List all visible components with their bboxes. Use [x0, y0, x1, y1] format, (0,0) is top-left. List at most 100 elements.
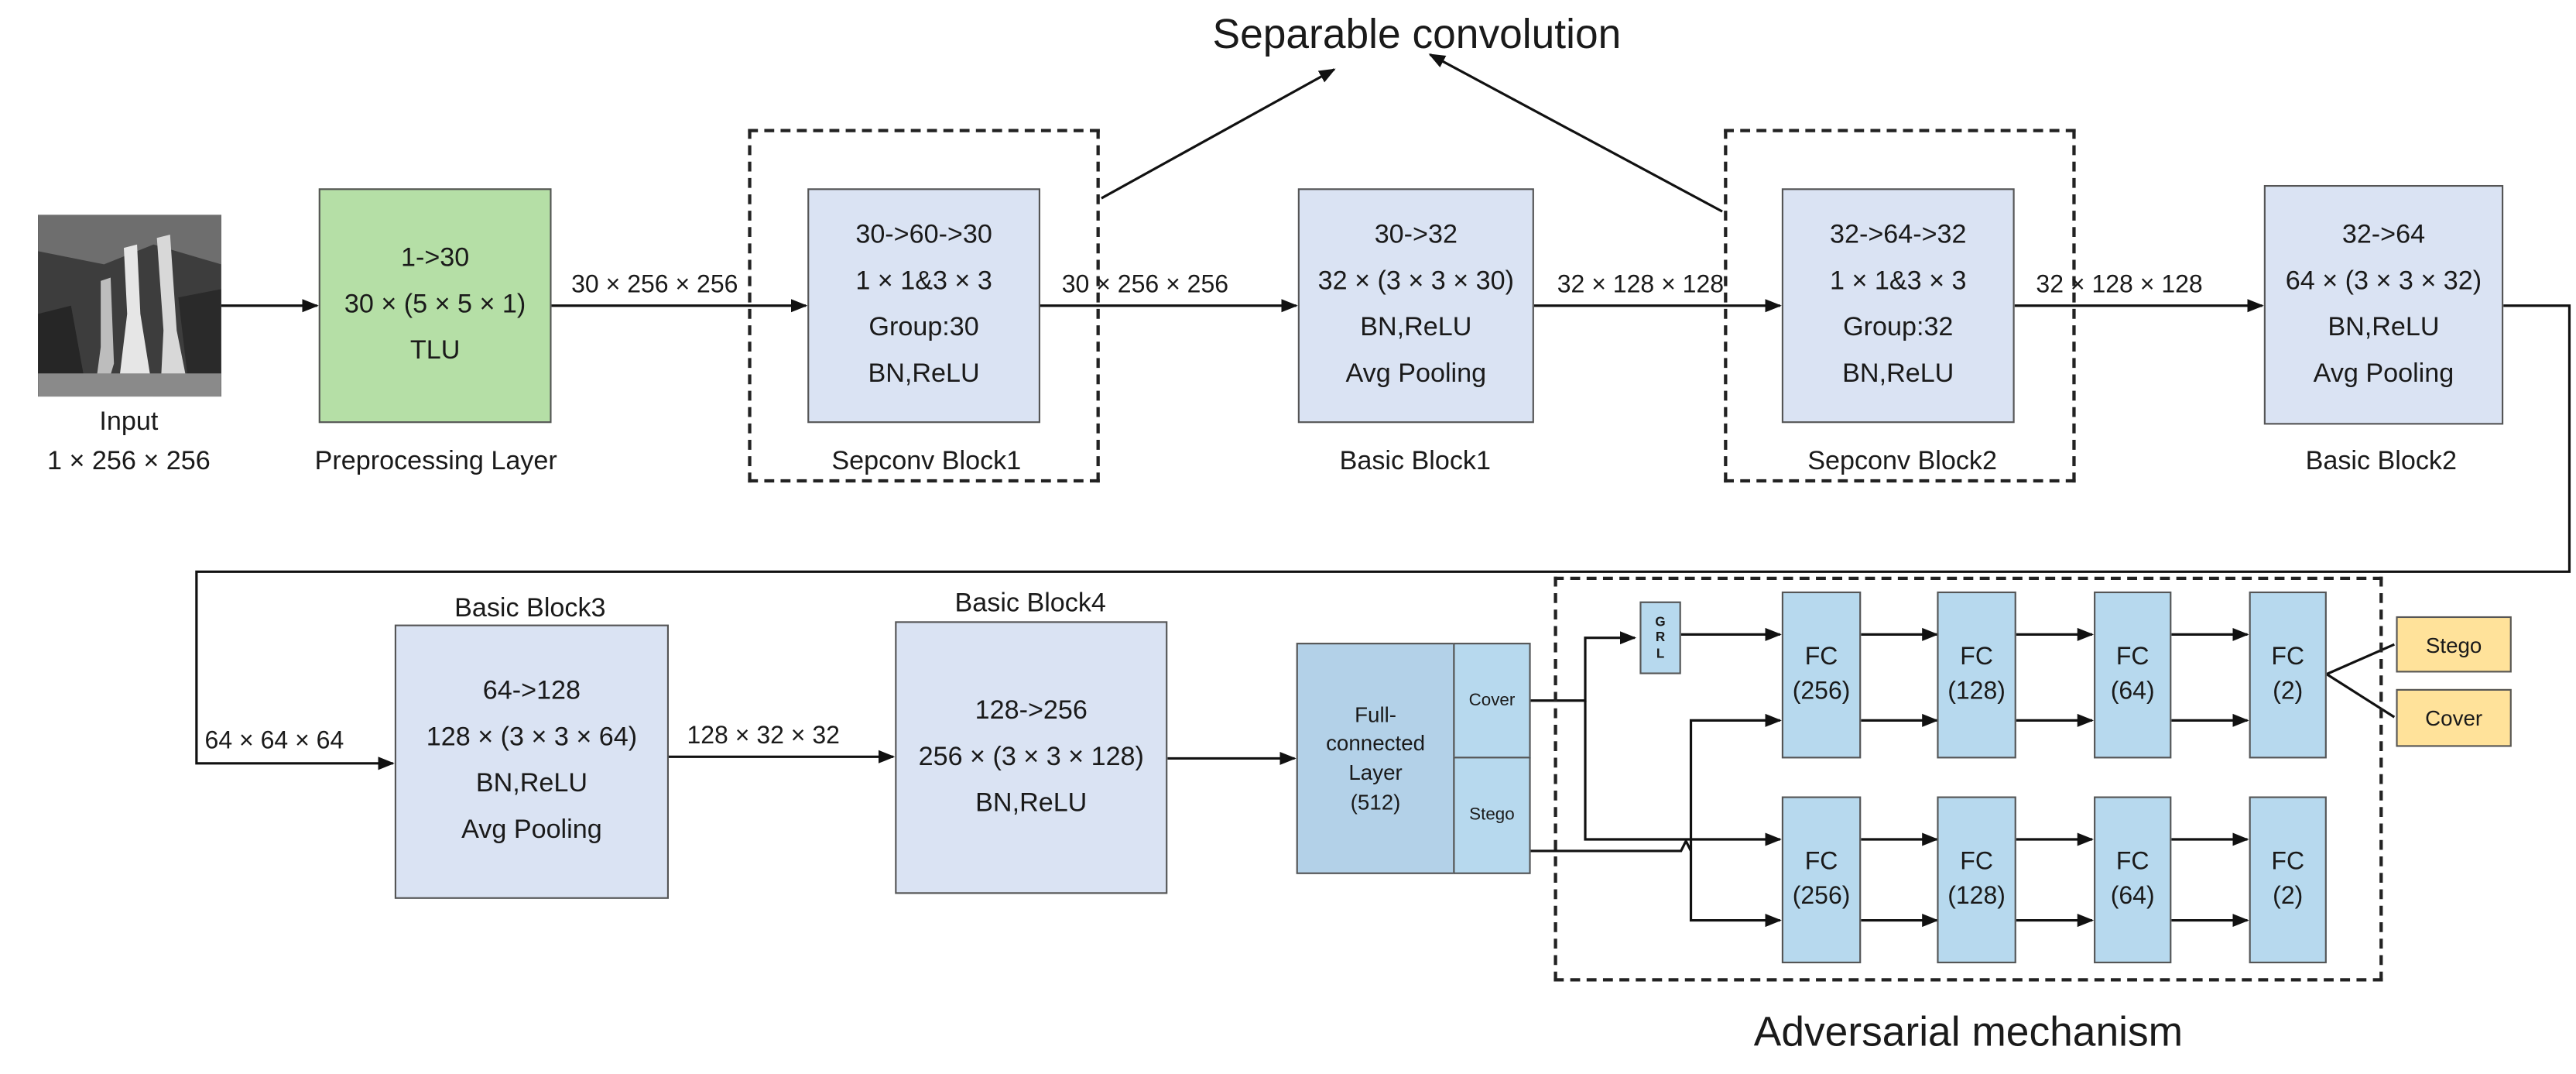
block-line: 128 × (3 × 3 × 64) [426, 723, 638, 752]
gradient-reversal-layer: G R L [1639, 601, 1681, 674]
arrow-sep2-title [1428, 53, 1723, 213]
block-line: 32->64->32 [1829, 221, 1967, 250]
basic-block4: 128->256 256 × (3 × 3 × 128) BN,ReLU [895, 621, 1168, 894]
fc-bottom-2: FC (2) [2249, 796, 2327, 964]
block-line: BN,ReLU [475, 770, 587, 798]
cover-output-label: Cover [2425, 705, 2483, 731]
preprocessing-label: Preprocessing Layer [314, 448, 557, 476]
block-line: 64->128 [482, 677, 581, 706]
basic-block1-label: Basic Block1 [1339, 448, 1491, 476]
sepconv-block2-label: Sepconv Block2 [1807, 448, 1997, 476]
fc-bottom-256: FC (256) [1781, 796, 1862, 964]
block-line: FC [2115, 848, 2150, 877]
block-line: 1 × 1&3 × 3 [855, 267, 992, 296]
input-shape: 1 × 256 × 256 [47, 448, 211, 476]
block-line: 64 × (3 × 3 × 32) [2285, 266, 2482, 295]
block-line: Group:30 [868, 314, 979, 342]
line-cover-bottom [1584, 700, 1782, 846]
fc-bottom-128: FC (128) [1937, 796, 2016, 964]
wrap-line [195, 304, 2571, 770]
block-line: Layer [1348, 760, 1403, 785]
block-line: (64) [2110, 676, 2155, 705]
sepconv-block1-frame [748, 129, 1100, 483]
block-line: FC [1960, 643, 1993, 671]
edge-label: 64 × 64 × 64 [204, 726, 344, 756]
block-line: FC [2115, 643, 2150, 671]
sepconv-block1: 30->60->30 1 × 1&3 × 3 Group:30 BN,ReLU [807, 188, 1040, 424]
block-line: BN,ReLU [868, 360, 980, 389]
block-line: Avg Pooling [1345, 360, 1487, 389]
basic-block3-label: Basic Block3 [454, 595, 606, 623]
block-line: 30->60->30 [855, 221, 992, 250]
edge-label: 32 × 128 × 128 [1557, 270, 1725, 300]
block-line: (128) [1947, 676, 2006, 705]
adversarial-mechanism-frame [1553, 576, 2383, 982]
block-line: Full- [1355, 702, 1397, 727]
block-line: 32->64 [2341, 220, 2426, 249]
block-line: FC [2271, 848, 2305, 877]
input-label: Input [99, 408, 159, 437]
block-line: TLU [409, 337, 461, 365]
sepconv-block2-frame [1724, 129, 2076, 483]
block-line: (512) [1350, 789, 1401, 815]
block-line: FC [2271, 643, 2305, 671]
edge-label: 30 × 256 × 256 [571, 270, 738, 300]
fc-top-128: FC (128) [1937, 591, 2016, 759]
cover-output-cell: Cover [1453, 643, 1531, 759]
arrow-sep1-title [1101, 68, 1336, 200]
sepconv-block1-label: Sepconv Block1 [831, 448, 1022, 476]
sepconv-block2: 32->64->32 1 × 1&3 × 3 Group:32 BN,ReLU [1781, 188, 2015, 424]
block-line: Avg Pooling [461, 816, 602, 845]
block-line: 1->30 [400, 244, 470, 273]
cover-output-box: Cover [2396, 688, 2512, 747]
full-connected-layer: Full- connected Layer (512) [1296, 643, 1455, 874]
fc-top-256: FC (256) [1781, 591, 1862, 759]
block-line: FC [1804, 643, 1838, 671]
fc-top-64: FC (64) [2094, 591, 2172, 759]
stego-output-cell: Stego [1453, 757, 1531, 874]
basic-block2-label: Basic Block2 [2305, 448, 2457, 476]
block-line: BN,ReLU [975, 788, 1088, 818]
block-line: (64) [2110, 881, 2155, 910]
grl-letter: R [1655, 630, 1666, 646]
basic-block2: 32->64 64 × (3 × 3 × 32) BN,ReLU Avg Poo… [2263, 184, 2504, 425]
block-line: BN,ReLU [1360, 314, 1472, 342]
grl-letter: G [1655, 615, 1666, 630]
block-line: Avg Pooling [2313, 359, 2454, 388]
line-stego [1529, 713, 1782, 853]
waterfall-picture [38, 214, 221, 397]
stego-output-label: Stego [2425, 632, 2482, 657]
block-line: (2) [2273, 881, 2304, 910]
block-line: connected [1326, 731, 1426, 757]
block-line: (256) [1792, 881, 1851, 910]
block-line: BN,ReLU [2328, 313, 2440, 341]
block-line: 1 × 1&3 × 3 [1829, 267, 1967, 296]
block-line: 256 × (3 × 3 × 128) [918, 743, 1144, 771]
basic-block4-label: Basic Block4 [954, 589, 1106, 619]
stego-output-box: Stego [2396, 616, 2512, 673]
stego-cell-label: Stego [1469, 805, 1515, 825]
block-line: (128) [1947, 881, 2006, 910]
block-line: BN,ReLU [1842, 360, 1954, 389]
input-image [38, 214, 221, 397]
line-stego-bottom [1689, 850, 1782, 928]
basic-block3: 64->128 128 × (3 × 3 × 64) BN,ReLU Avg P… [394, 624, 669, 899]
edge-label: 30 × 256 × 256 [1061, 270, 1229, 300]
block-line: FC [1960, 848, 1993, 877]
fc-top-2: FC (2) [2249, 591, 2327, 759]
block-line: 30->32 [1374, 221, 1458, 250]
edge-label: 32 × 128 × 128 [2036, 270, 2203, 300]
block-line: 128->256 [975, 696, 1088, 725]
block-line: (256) [1792, 676, 1851, 705]
block-line: 32 × (3 × 3 × 30) [1317, 267, 1514, 296]
block-line: FC [1804, 848, 1838, 877]
block-line: (2) [2273, 676, 2304, 705]
edge-label: 128 × 32 × 32 [687, 722, 840, 750]
block-line: Group:32 [1843, 314, 1954, 342]
preprocessing-layer-block: 1->30 30 × (5 × 5 × 1) TLU [318, 188, 552, 424]
adversarial-mechanism-label: Adversarial mechanism [1753, 1009, 2184, 1056]
grl-letter: L [1656, 645, 1665, 661]
separable-convolution-title: Separable convolution [1212, 11, 1622, 58]
